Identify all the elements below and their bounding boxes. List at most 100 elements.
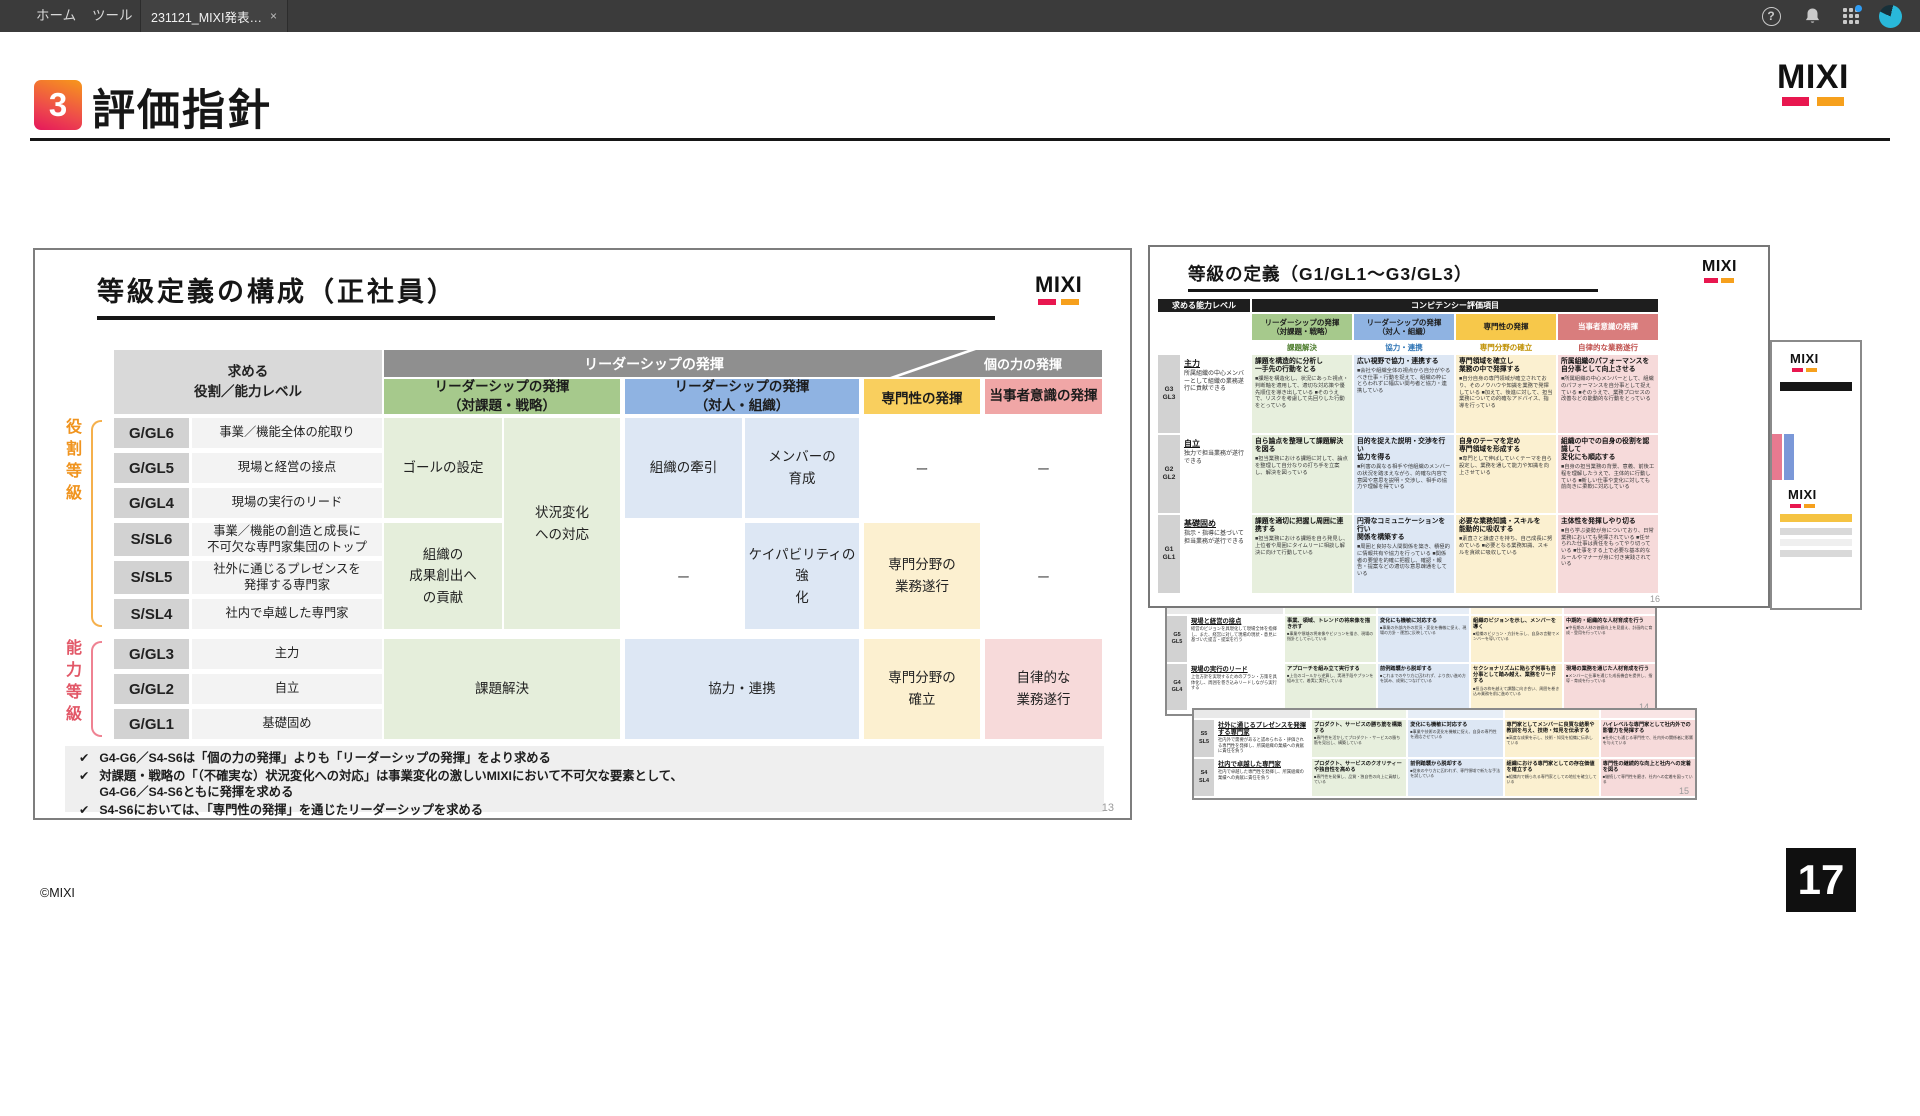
apps-grid-icon[interactable] — [1839, 4, 1863, 28]
cell-headline: 広い視野で協力・連携する — [1357, 358, 1439, 365]
row-grade: G5 GL5 — [1167, 616, 1187, 662]
competency-cell: 中期的・組織的な人材育成を行う■中長期の人材の価値向上を見据え、計画的に育成・登… — [1564, 616, 1655, 662]
row-name: 社内で卓越した専門家 — [1218, 761, 1281, 768]
tab-close-icon[interactable]: × — [269, 9, 277, 23]
row-grade: S5 SL5 — [1194, 720, 1214, 757]
cell-headline: 自ら論点を整理して課題解決を図る — [1255, 438, 1344, 454]
grade-cell: S/SL4 — [114, 599, 189, 629]
role-cell: 自立 — [192, 674, 382, 704]
menu-tools[interactable]: ツール — [92, 8, 133, 23]
competency-cell: 必要な業務知識・スキルを 能動的に吸収する ■素直さと謙虚さを持ち、自己成長に努め… — [1456, 515, 1556, 593]
column-header: リーダーシップの発揮 （対人・組織） — [1354, 314, 1454, 340]
cell-headline: 必要な業務知識・スキルを 能動的に吸収する — [1459, 518, 1541, 534]
mixi-logo: MIXI — [1702, 259, 1737, 283]
title-underline — [1188, 289, 1598, 292]
help-icon[interactable]: ? — [1759, 4, 1783, 28]
row-grade: G4 GL4 — [1167, 664, 1187, 710]
cell-headline: プロダクト、サービスのクオリティーや独自性を高める — [1314, 761, 1402, 774]
cell-detail: ■専門性を発揮し、品質・独自性の向上に貢献している — [1314, 774, 1401, 785]
viewer-page-number: 17 — [1786, 848, 1856, 912]
row-grade: S4 SL4 — [1194, 759, 1214, 796]
competency-cell: プロダクト、サービスのクオリティーや独自性を高める■専門性を発揮し、品質・独自性… — [1312, 759, 1407, 796]
cell-special-work: 専門分野の 業務遂行 — [864, 523, 980, 629]
cell-detail: ■中長期の人材の価値向上を見据え、計画的に育成・登用を行っている — [1566, 625, 1653, 636]
row-description: 所属組織の中心メンバーとして組織の業務遂行に貢献できる — [1184, 371, 1245, 392]
slide-grade-structure: 等級定義の構成（正社員） MIXI 求める 役割／能力レベル リーダーシップの発… — [33, 248, 1132, 820]
pdf-page: 3 評価指針 MIXI 等級定義の構成（正社員） MIXI 求める 役割／能力レ… — [0, 32, 1920, 1116]
band-leadership — [384, 350, 968, 377]
cell-headline: 目的を捉えた説明・交渉を行い 協力を得る — [1357, 438, 1446, 462]
column-subtitle: 専門分野の確立 — [1479, 343, 1533, 352]
mixi-logo-text: MIXI — [1788, 487, 1817, 502]
role-cell: 基礎固め — [192, 709, 382, 739]
row-name: 現場と経営の接点 — [1191, 618, 1242, 625]
cell-detail: ■素直さと謙虚さを持ち、自己成長に努めている ■必要となる業務知識、スキルを貪欲… — [1459, 536, 1553, 556]
col-header-expertise: 専門性の発揮 — [864, 379, 980, 414]
row-name-cell: 社内で卓越した専門家社内で卓越した専門性を発揮し、所属組織の業績への貢献に責任を… — [1215, 759, 1310, 796]
cell-headline: 専門性の継続的な向上と社内への定着を図る — [1602, 761, 1691, 774]
sliver-pink-stripe — [1772, 434, 1782, 480]
cell-headline: 現場の業務を通じた人材育成を行う — [1566, 666, 1650, 672]
cell-member-growth: メンバーの 育成 — [745, 418, 859, 518]
mixi-logo: MIXI — [1035, 274, 1082, 305]
row-name-cell: 自立独力で担当業務が遂行できる — [1181, 435, 1250, 513]
cell-dash: ー — [985, 418, 1102, 518]
cell-headline: セクショナリズムに陥らず何事も自分事として踏み越え、業務をリードする — [1473, 666, 1556, 685]
mixi-logo: MIXI — [1777, 60, 1849, 106]
row-name-cell: 主力所属組織の中心メンバーとして組織の業務遂行に貢献できる — [1181, 355, 1250, 433]
cell-change-response: 状況変化 への対応 — [504, 418, 620, 629]
strip-cell — [1378, 606, 1469, 614]
cell-headline: 所属組織のパフォーマンスを 自分事として向上させる — [1561, 358, 1650, 374]
bell-glyph — [1805, 8, 1819, 23]
cell-headline: 専門家としてメンバーに良質な結果や教訓を与え、技術・知見を伝承する — [1506, 722, 1595, 735]
cell-headline: ハイレベルな専門家として社内外での影響力を発揮する — [1602, 722, 1691, 735]
matrix-top-band: リーダーシップの発揮 個の力の発揮 — [384, 350, 1102, 377]
col-header-leadership-people: リーダーシップの発揮 （対人・組織） — [625, 379, 859, 414]
mixi-logo-text: MIXI — [1035, 272, 1083, 297]
document-tab[interactable]: 231121_MIXI発表… × — [140, 0, 288, 32]
cell-goal-setting: ゴールの設定 — [384, 418, 502, 518]
bell-icon[interactable] — [1800, 4, 1824, 28]
competency-cell: 自身のテーマを定め 専門領域を形成する■専門として伸ばしていくテーマを自ら設定し… — [1456, 435, 1556, 513]
header-rule — [30, 138, 1890, 141]
slide-slivers-behind: MIXI MIXI — [1770, 340, 1862, 610]
competency-cell: 現場の業務を通じた人材育成を行う■メンバーに仕事を通じた成長機会を提供し、指導・… — [1564, 664, 1655, 710]
competency-cell: セクショナリズムに陥らず何事も自分事として踏み越え、業務をリードする■担当の枠を… — [1471, 664, 1562, 710]
menu-home[interactable]: ホーム — [36, 8, 77, 23]
grid-dots — [1843, 5, 1862, 24]
competency-cell: 広い視野で協力・連携する■会社や組織全体の視点から自分がやるべき仕事・行動を捉え… — [1354, 355, 1454, 433]
row-grade: G3 GL3 — [1158, 355, 1180, 433]
competency-cell: 前例踏襲から脱却する■これまでのやり方に囚われず、より良い進め方を試み、成果につ… — [1378, 664, 1469, 710]
ability-grade-bracket — [91, 641, 102, 737]
note-text: 対課題・戦略の「（不確実な）状況変化への対応」は事業変化の激しいMIXIにおいて… — [99, 769, 683, 799]
row-name-cell: 現場の実行のリード上位方針を実現するためのプラン・方策を具体化し、周囲を巻き込み… — [1188, 664, 1283, 710]
row-name-cell: 社外に通じるプレゼンスを発揮する専門家社内外で需要があると認められる・評価される… — [1215, 720, 1310, 757]
cell-detail: ■社外にも通じる専門性で、社内外の関係者に影響を与えている — [1602, 735, 1694, 746]
strip-cell — [1408, 710, 1503, 718]
competency-cell: 目的を捉えた説明・交渉を行い 協力を得る■利害の異なる相手や他組織のメンバーの状… — [1354, 435, 1454, 513]
grade-cell: G/GL2 — [114, 674, 189, 704]
strip-label — [1167, 606, 1283, 614]
cell-headline: 組織の中での自身の役割を認識して 変化にも順応する — [1561, 438, 1650, 462]
role-cell: 現場と経営の接点 — [192, 453, 382, 483]
cell-headline: 課題を適切に把握し周囲に連携する — [1255, 518, 1344, 534]
cell-headline: 事業、領域、トレンドの将来像を描き示す — [1287, 618, 1371, 631]
cell-detail: ■課題を構造化し、状況にあった視点・判断軸を適用して、適切な対応策や優先順位を導… — [1255, 376, 1349, 409]
cell-detail: ■担当業務における課題を自ら発見し、上位者や周囲にタイムリーに相談し解決に向けて… — [1255, 536, 1349, 556]
column-subtitle: 協力・連携 — [1385, 343, 1423, 352]
column-subtitle: 自律的な業務遂行 — [1578, 343, 1638, 352]
competency-cell: アプローチを組み立て実行する■上位のゴールから逆算し、実現手段やプランを組み立て… — [1285, 664, 1376, 710]
notes-box: ✔ G4-G6／S4-S6は「個の力の発揮」よりも「リーダーシップの発揮」をより… — [65, 746, 1104, 817]
row-description: 社内で卓越した専門性を発揮し、所属組織の業績への貢献に責任を負う — [1218, 769, 1304, 780]
note-text: G4-G6／S4-S6は「個の力の発揮」よりも「リーダーシップの発揮」をより求め… — [99, 751, 551, 765]
avatar[interactable] — [1878, 4, 1902, 28]
sliver-blue-stripe — [1784, 434, 1794, 480]
